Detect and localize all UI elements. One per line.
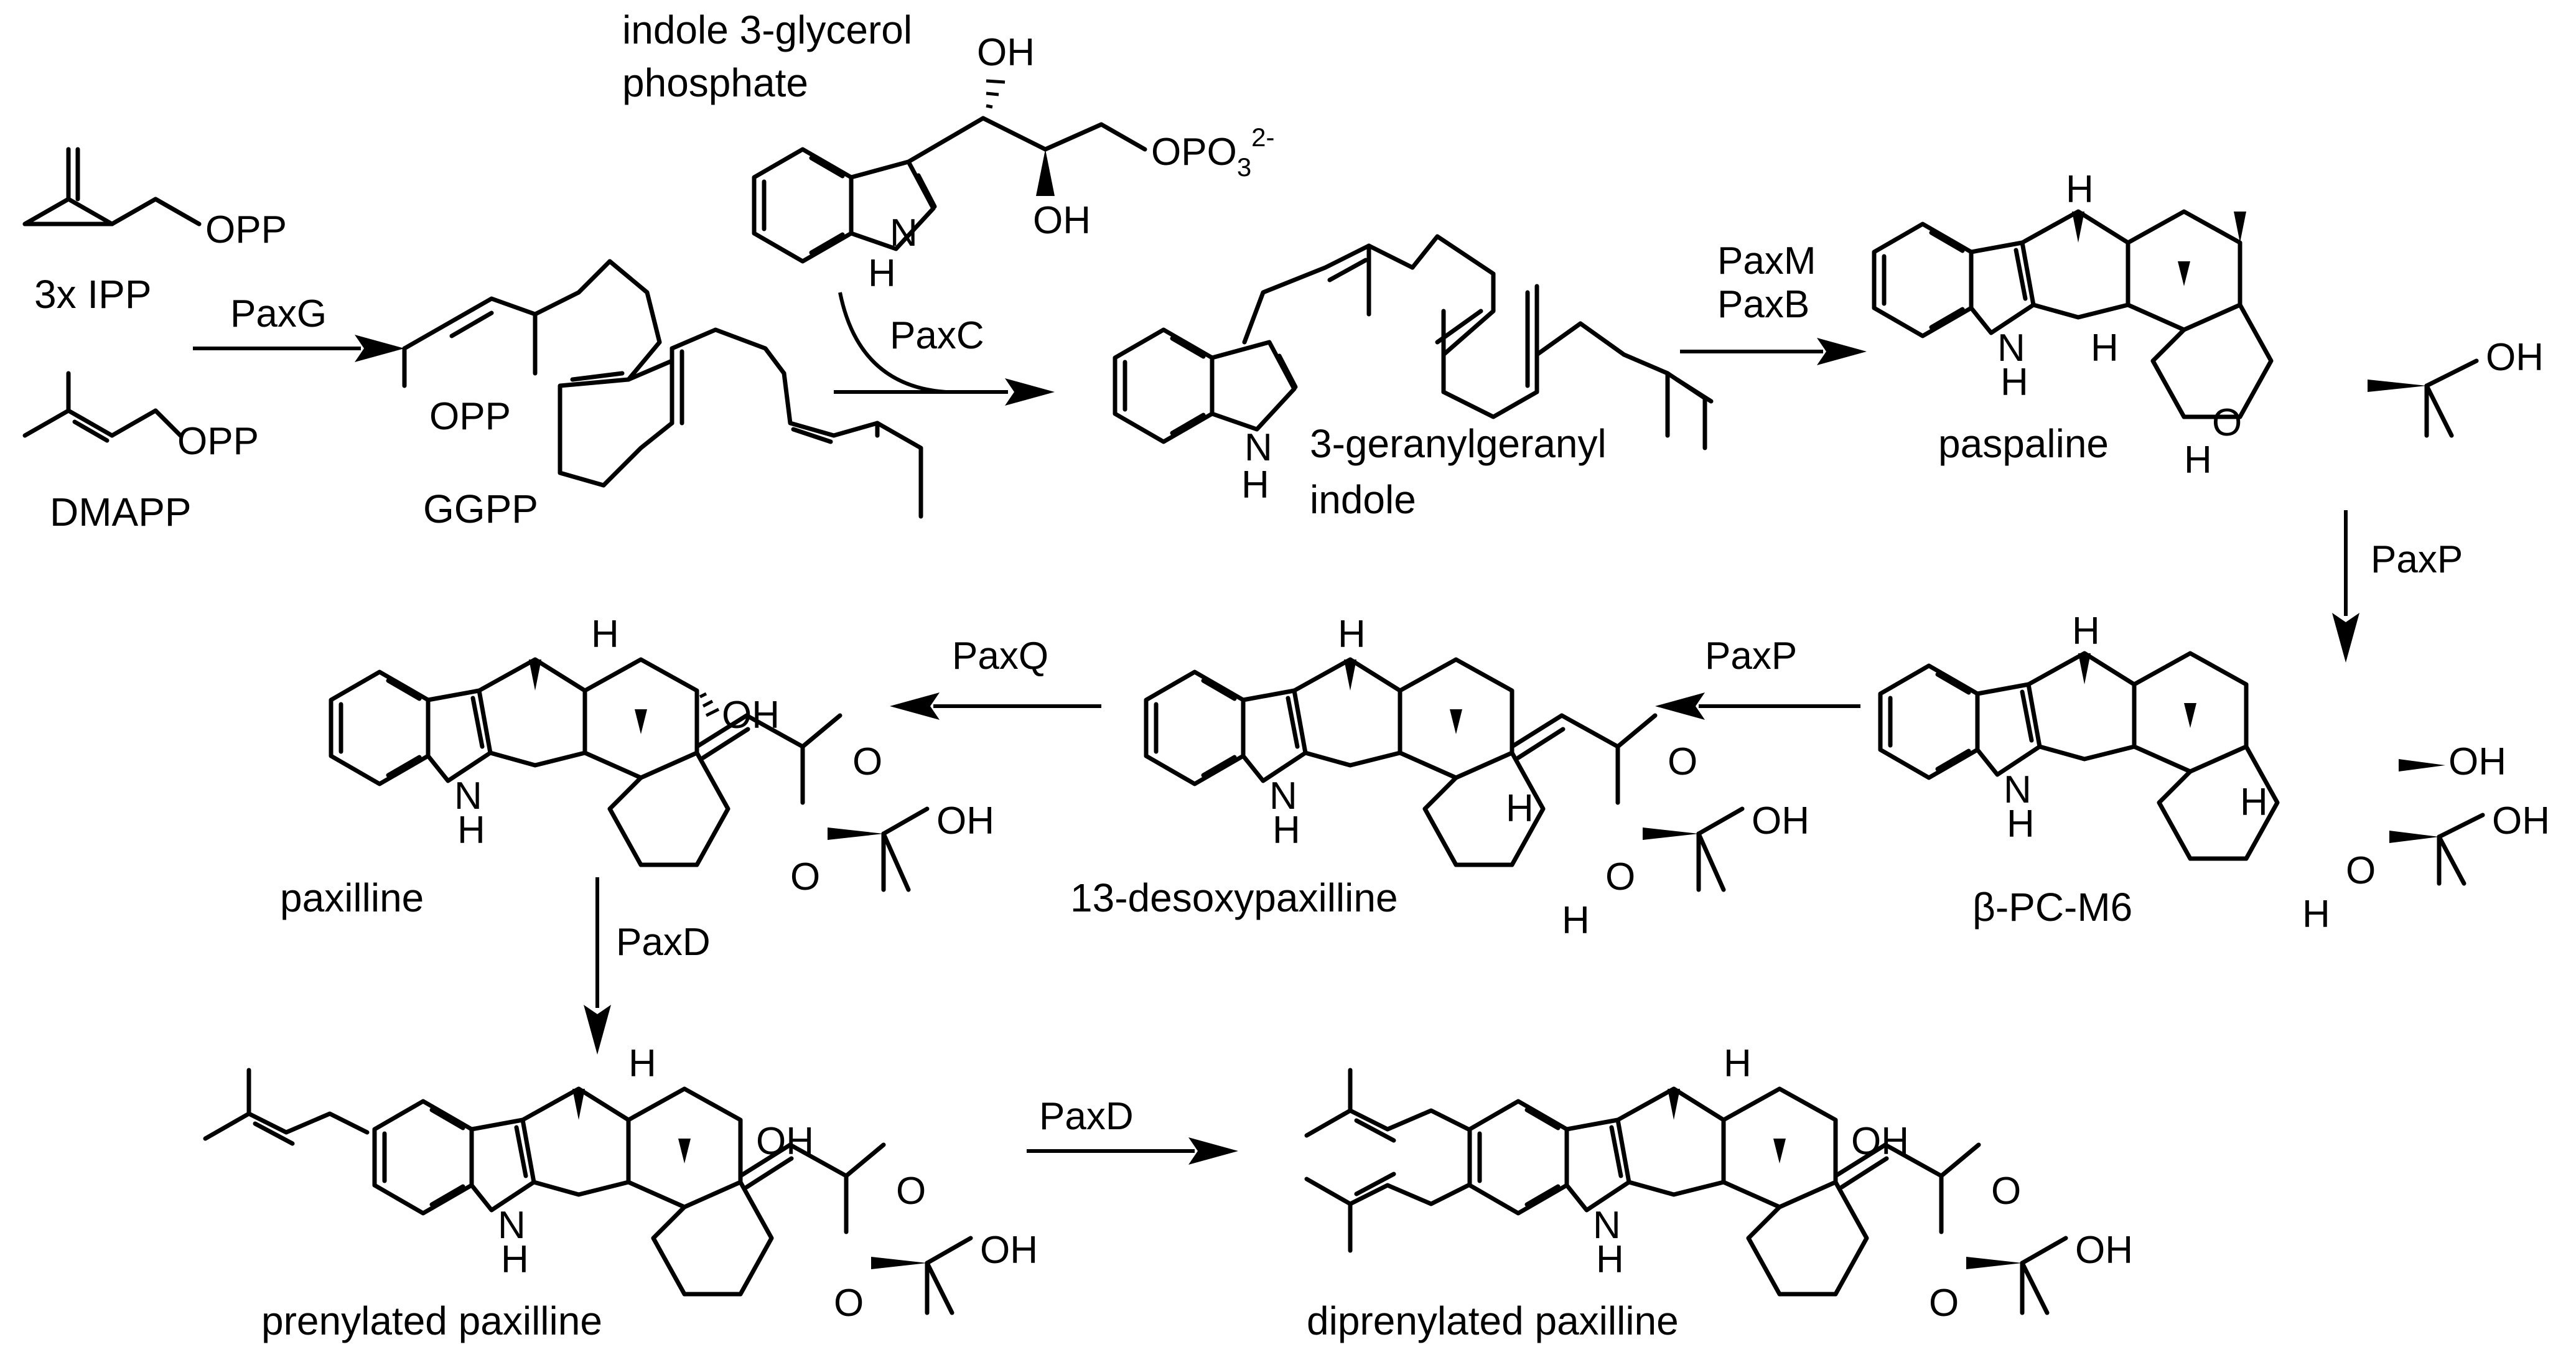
bpcm6-h-top: H bbox=[2072, 610, 2100, 653]
ggi-label-line2: indole bbox=[1310, 477, 1416, 522]
prenyl-o-ring: O bbox=[834, 1282, 864, 1325]
prenyl-h-top: H bbox=[628, 1042, 656, 1085]
ipp-structure: OPP bbox=[22, 147, 287, 251]
paspaline-nh-h: H bbox=[2000, 361, 2028, 404]
paxm-label: PaxM bbox=[1717, 240, 1816, 282]
paxilline-nh-h: H bbox=[457, 809, 485, 852]
diprenyl-nh-h: H bbox=[1596, 1238, 1624, 1281]
bpcm6-oh-side: OH bbox=[2492, 799, 2550, 842]
igp-phosphate: OPO32- bbox=[1151, 123, 1275, 182]
prenyl-n: N bbox=[498, 1204, 526, 1247]
diprenyl-o-ring: O bbox=[1929, 1282, 1959, 1325]
paxp-left-arrow bbox=[1655, 692, 1860, 720]
ggpp-label: GGPP bbox=[423, 487, 538, 531]
paspaline-oh: OH bbox=[2486, 336, 2544, 379]
paxd-label-1: PaxD bbox=[616, 921, 711, 964]
paspaline-h-top: H bbox=[2066, 168, 2094, 211]
paxb-label: PaxB bbox=[1717, 283, 1809, 326]
ggi-nh-n: N bbox=[1244, 426, 1272, 469]
paspaline-h-bottom: H bbox=[2184, 439, 2212, 482]
desoxypaxilline-structure bbox=[1146, 660, 1745, 892]
diprenyl-o-keto: O bbox=[1991, 1170, 2021, 1213]
igp-label-line1: indole 3-glycerol bbox=[622, 7, 912, 52]
paxilline-oh-top: OH bbox=[722, 694, 780, 737]
igp-nh-h: H bbox=[868, 252, 896, 295]
paxilline-o-keto: O bbox=[852, 740, 882, 783]
paspaline-h-mid: H bbox=[2091, 327, 2119, 370]
paxc-label: PaxC bbox=[890, 314, 984, 357]
ipp-label: 3x IPP bbox=[34, 272, 152, 317]
paxq-label: PaxQ bbox=[952, 635, 1048, 678]
paxg-label: PaxG bbox=[230, 292, 327, 335]
ggpp-opp-atom: OPP bbox=[429, 395, 511, 438]
paxilline-oh-side: OH bbox=[936, 799, 994, 842]
bpcm6-oh-top: OH bbox=[2448, 740, 2506, 783]
prenyl-o-keto: O bbox=[896, 1170, 926, 1213]
paxilline-h-top: H bbox=[591, 613, 619, 656]
desoxypaxilline-label: 13-desoxypaxilline bbox=[1070, 875, 1398, 920]
igp-nh-n: N bbox=[890, 212, 918, 254]
diprenylated-paxilline-label: diprenylated paxilline bbox=[1307, 1298, 1679, 1343]
paxd-right-arrow bbox=[1027, 1137, 1238, 1165]
desoxy-h-top: H bbox=[1338, 613, 1366, 656]
prenylated-paxilline-structure bbox=[203, 1068, 973, 1315]
bpcm6-h-bottom: H bbox=[2302, 893, 2330, 936]
paspaline-o: O bbox=[2212, 401, 2242, 444]
diprenylated-paxilline-structure bbox=[1304, 1068, 2068, 1315]
prenyl-oh-side: OH bbox=[980, 1229, 1038, 1272]
prenyl-nh-h: H bbox=[501, 1238, 529, 1281]
ggpp-structure bbox=[402, 259, 923, 519]
igp-oh-bottom: OH bbox=[1033, 199, 1091, 242]
paxilline-o-ring: O bbox=[790, 855, 820, 898]
desoxy-o-ring: O bbox=[1605, 855, 1635, 898]
desoxy-h-bottom: H bbox=[1562, 899, 1590, 942]
paxilline-label: paxilline bbox=[280, 875, 424, 920]
paspaline-structure bbox=[1874, 212, 2479, 438]
paxp-label-1: PaxP bbox=[2371, 538, 2463, 581]
diprenyl-oh-top: OH bbox=[1851, 1120, 1909, 1163]
desoxy-nh-h: H bbox=[1272, 809, 1300, 852]
igp-oh-top: OH bbox=[977, 31, 1035, 74]
bpcm6-o: O bbox=[2346, 849, 2376, 892]
diprenyl-n: N bbox=[1593, 1204, 1621, 1247]
bpcm6-nh-h: H bbox=[2007, 803, 2035, 846]
paxd-label-2: PaxD bbox=[1039, 1095, 1134, 1138]
diprenyl-oh-side: OH bbox=[2075, 1229, 2133, 1272]
igp-label-line2: phosphate bbox=[622, 60, 808, 105]
bpcm6-n: N bbox=[2004, 768, 2032, 811]
paxp-label-2: PaxP bbox=[1705, 635, 1797, 678]
igp-structure bbox=[754, 79, 1147, 261]
paxg-arrow bbox=[193, 335, 404, 362]
desoxy-o-keto: O bbox=[1668, 740, 1697, 783]
prenylated-paxilline-label: prenylated paxilline bbox=[261, 1298, 602, 1343]
prenyl-oh-top: OH bbox=[756, 1120, 814, 1163]
dmapp-label: DMAPP bbox=[50, 490, 192, 534]
paxd-down-arrow bbox=[584, 877, 611, 1055]
desoxy-oh: OH bbox=[1752, 799, 1809, 842]
ipp-opp-atom: OPP bbox=[205, 208, 287, 251]
bpcm6-h-mid: H bbox=[2240, 781, 2268, 824]
paxmb-arrow bbox=[1680, 338, 1867, 365]
dmapp-opp-atom: OPP bbox=[177, 420, 259, 463]
paspaline-n: N bbox=[1997, 327, 2025, 370]
paxilline-structure bbox=[331, 660, 930, 892]
bpcm6-label: β-PC-M6 bbox=[1972, 885, 2132, 930]
paxilline-n: N bbox=[454, 775, 482, 818]
desoxy-n: N bbox=[1269, 775, 1297, 818]
paxc-arrow bbox=[834, 292, 1055, 406]
ggi-structure bbox=[1115, 234, 1714, 450]
diprenyl-h-top: H bbox=[1724, 1042, 1752, 1085]
paxq-left-arrow bbox=[890, 692, 1101, 720]
paspaline-label: paspaline bbox=[1938, 421, 2109, 466]
ggi-nh-h: H bbox=[1241, 464, 1269, 506]
ggi-label-line1: 3-geranylgeranyl bbox=[1310, 421, 1607, 466]
paxp-down-arrow bbox=[2332, 510, 2359, 663]
desoxy-h-mid: H bbox=[1506, 787, 1534, 830]
dmapp-structure: OPP bbox=[22, 371, 259, 463]
bpcm6-structure bbox=[1880, 653, 2485, 886]
